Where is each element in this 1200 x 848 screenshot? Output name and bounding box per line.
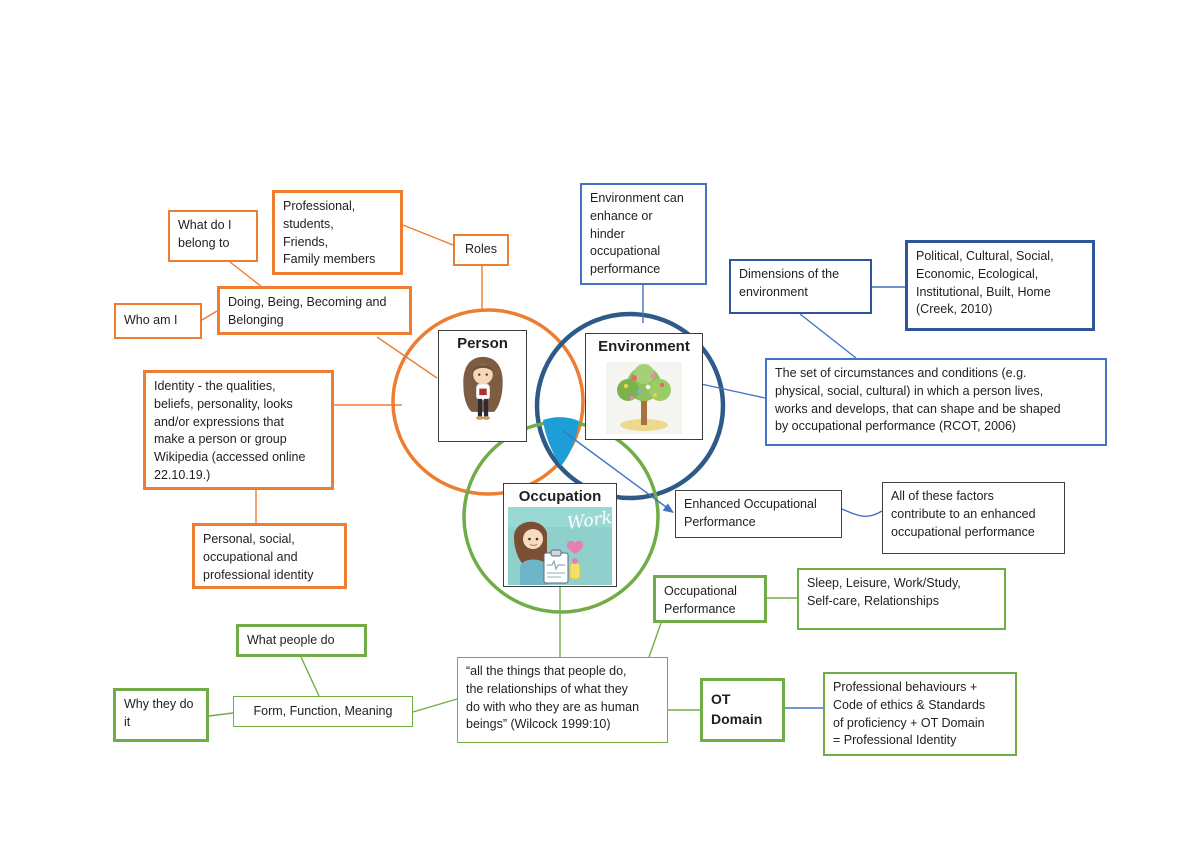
line-enhanced-allfactors — [841, 508, 883, 518]
box-dimensions-of-environment: Dimensions of the environment — [729, 259, 872, 314]
box-what-people-do: What people do — [236, 624, 367, 657]
box-all-of-these-factors: All of these factors contribute to an en… — [882, 482, 1065, 554]
box-political-cultural-social: Political, Cultural, Social, Economic, E… — [905, 240, 1095, 331]
occupation-work-illustration: Work — [504, 507, 616, 587]
box-what-do-i-belong-to: What do I belong to — [168, 210, 258, 262]
box-environment-can-enhance: Environment can enhance or hinder occupa… — [580, 183, 707, 285]
box-doing-being-becoming: Doing, Being, Becoming and Belonging — [217, 286, 412, 335]
environment-tree-illustration — [586, 357, 702, 440]
box-sleep-leisure-work: Sleep, Leisure, Work/Study, Self-care, R… — [797, 568, 1006, 630]
line-whatbelong-doingbeing — [229, 261, 263, 288]
line-formfunction-quote — [412, 698, 458, 713]
environment-label: Environment — [598, 338, 690, 355]
box-roles: Roles — [453, 234, 509, 266]
box-identity-definition: Identity - the qualities, beliefs, perso… — [143, 370, 334, 490]
venn-person-box: Person — [438, 330, 527, 442]
environment-circle — [534, 311, 726, 501]
line-whoami-doingbeing — [201, 310, 218, 321]
box-professional-students: Professional, students, Friends, Family … — [272, 190, 403, 275]
arrow-intersection-enhanced-head — [662, 503, 674, 513]
box-occupational-performance: Occupational Performance — [653, 575, 767, 623]
line-occperf-quote — [648, 622, 662, 658]
box-enhanced-occupational-performance: Enhanced Occupational Performance — [675, 490, 842, 538]
occupation-label: Occupation — [518, 488, 602, 505]
line-whatpeople-formfunction — [300, 656, 320, 697]
line-dimensions-setof — [799, 313, 857, 359]
box-set-of-circumstances: The set of circumstances and conditions … — [765, 358, 1107, 446]
box-form-function-meaning: Form, Function, Meaning — [233, 696, 413, 727]
person-label: Person — [457, 335, 508, 352]
venn-intersection-shape — [543, 417, 579, 466]
box-why-they-do-it: Why they do it — [113, 688, 209, 742]
venn-environment-box: Environment — [585, 333, 703, 440]
box-professional-behaviours: Professional behaviours + Code of ethics… — [823, 672, 1017, 756]
line-professional-roles — [402, 224, 454, 246]
box-ot-domain: OT Domain — [700, 678, 785, 742]
box-who-am-i: Who am I — [114, 303, 202, 339]
line-doingbeing-personcircle — [376, 336, 438, 379]
venn-occupation-box: Occupation Work — [503, 483, 617, 587]
arrow-intersection-enhanced-line — [562, 430, 667, 508]
line-envbox-setof — [700, 383, 766, 399]
person-circle — [391, 308, 585, 496]
box-wilcock-quote: “all the things that people do, the rela… — [457, 657, 668, 743]
line-whythey-formfunction — [208, 712, 234, 717]
box-personal-social-identity: Personal, social, occupational and profe… — [192, 523, 347, 589]
person-girl-illustration — [439, 354, 526, 442]
